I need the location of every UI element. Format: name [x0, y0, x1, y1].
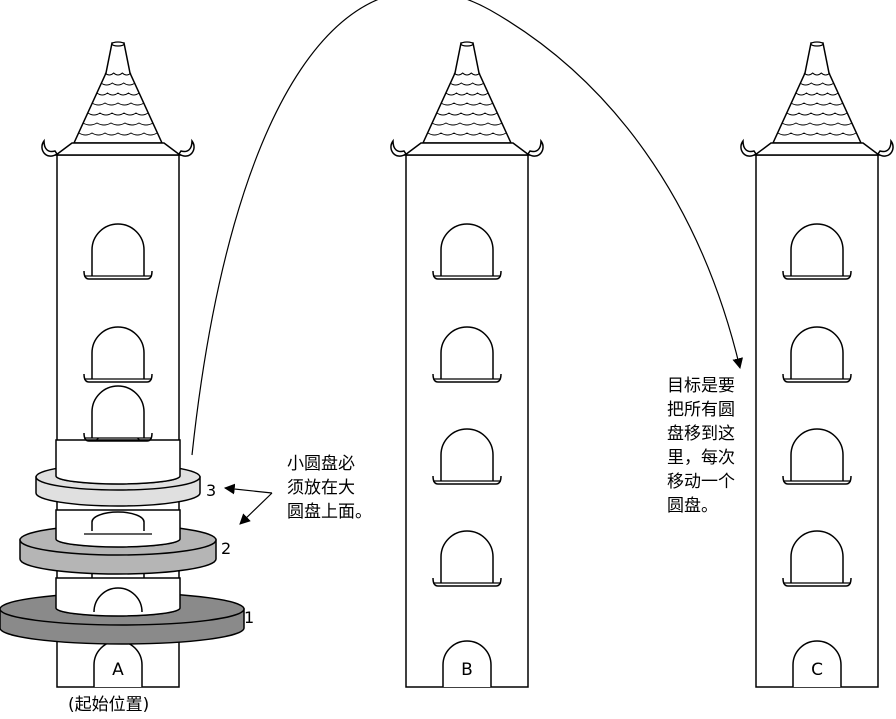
- disk-number-3: 3: [206, 481, 217, 500]
- disk-number-2: 2: [221, 539, 232, 558]
- disk-2: [19, 509, 217, 575]
- goal-note-line: 里，每次: [667, 448, 735, 468]
- rule-note-line: 须放在大: [287, 478, 355, 498]
- disk-3: [35, 385, 201, 507]
- rule-note-line: 小圆盘必: [287, 454, 355, 474]
- rule-note: 小圆盘必 须放在大 圆盘上面。: [287, 452, 372, 524]
- goal-note-line: 目标是要: [667, 376, 735, 396]
- peg-label-b: B: [461, 660, 473, 680]
- rule-note-line: 圆盘上面。: [287, 502, 372, 522]
- peg-sublabel-a: (起始位置): [68, 695, 150, 715]
- move-arc-arrow: [191, 0, 743, 456]
- tower-b: [391, 42, 543, 687]
- goal-note-line: 把所有圆: [667, 400, 735, 420]
- goal-note: 目标是要 把所有圆 盘移到这 里，每次 移动一个 圆盘。: [667, 374, 735, 518]
- arrow-to-disk-3: [223, 483, 273, 495]
- peg-label-c: C: [811, 660, 823, 680]
- disk-1: [0, 577, 245, 645]
- goal-note-line: 盘移到这: [667, 424, 735, 444]
- peg-label-a: A: [112, 660, 124, 680]
- goal-note-line: 圆盘。: [667, 496, 718, 516]
- arrow-to-disk-2: [239, 492, 273, 525]
- goal-note-line: 移动一个: [667, 472, 735, 492]
- disk-number-1: 1: [244, 608, 255, 627]
- tower-c: [741, 42, 893, 687]
